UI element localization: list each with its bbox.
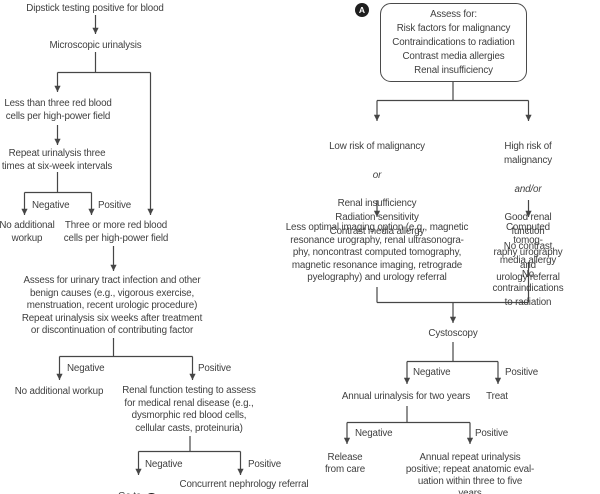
high-risk-conjunction: and/or [514, 183, 542, 195]
high-risk-criteria: Good renal function No contrast media al… [492, 212, 564, 309]
node-low-risk-branch: Low risk of malignancy or Renal insuffic… [329, 126, 425, 254]
high-risk-head: High risk of malignancy [503, 141, 553, 167]
low-risk-conjunction: or [372, 169, 382, 181]
node-ct-urography: Computed tomog- raphy urography and urol… [493, 222, 563, 284]
node-go-to-a: Go toA [118, 477, 159, 494]
node-cystoscopy: Cystoscopy [428, 328, 478, 339]
node-treat: Treat [486, 391, 508, 402]
node-assess-uti-benign-causes: Assess for urinary tract infection and o… [21, 275, 203, 337]
branch-label-positive-1: Positive [98, 200, 132, 211]
assess-for-box-text: Assess for: Risk factors for malignancy … [392, 8, 515, 76]
branch-label-positive-5: Positive [475, 428, 509, 439]
node-less-than-three-rbc: Less than three red blood cells per high… [4, 98, 112, 122]
node-dipstick-positive: Dipstick testing positive for blood [26, 3, 164, 14]
node-less-optimal-imaging: Less optimal imaging option (e.g., magne… [285, 222, 469, 284]
branch-label-negative-2: Negative [67, 363, 105, 374]
node-concurrent-nephrology-referral: Concurrent nephrology referral [179, 479, 309, 490]
go-to-label: Go to [118, 491, 141, 494]
branch-label-negative-5: Negative [355, 428, 393, 439]
node-no-additional-workup-2: No additional workup [14, 386, 104, 397]
node-microscopic-urinalysis: Microscopic urinalysis [49, 40, 142, 51]
branch-label-positive-3: Positive [248, 459, 282, 470]
node-renal-function-testing: Renal function testing to assess for med… [122, 385, 256, 434]
branch-label-positive-4: Positive [505, 367, 539, 378]
branch-label-negative-1: Negative [32, 200, 70, 211]
node-no-additional-workup-1: No additional workup [0, 220, 55, 244]
node-annual-repeat-positive: Annual repeat urinalysis positive; repea… [405, 452, 535, 494]
node-release-from-care: Release from care [324, 452, 366, 475]
branch-label-positive-2: Positive [198, 363, 232, 374]
branch-label-negative-4: Negative [413, 367, 451, 378]
low-risk-criteria: Renal insufficiency Radiation sensitivit… [329, 198, 425, 238]
node-three-or-more-rbc: Three or more red blood cells per high-p… [63, 220, 169, 244]
low-risk-head: Low risk of malignancy [329, 141, 425, 153]
node-high-risk-branch: High risk of malignancy and/or Good rena… [492, 126, 564, 325]
node-repeat-urinalysis-three: Repeat urinalysis three times at six-wee… [1, 148, 113, 172]
branch-label-negative-3: Negative [145, 459, 183, 470]
node-annual-urinalysis: Annual urinalysis for two years [341, 391, 471, 402]
connector-arrows [21, 15, 532, 475]
marker-a-icon: A [355, 3, 369, 17]
node-assess-for-box: Assess for: Risk factors for malignancy … [380, 3, 527, 82]
